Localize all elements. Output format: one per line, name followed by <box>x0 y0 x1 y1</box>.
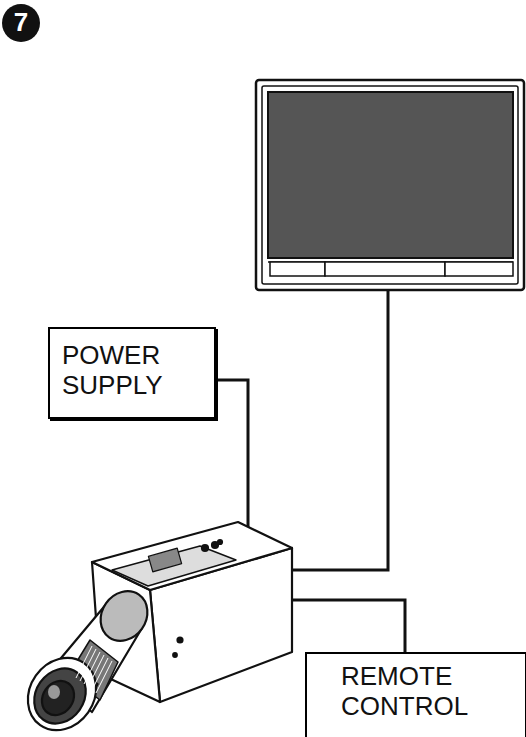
lens-knurling <box>76 646 112 693</box>
box-label: REMOTE CONTROL <box>341 662 491 722</box>
box-label: POWER SUPPLY <box>62 341 202 401</box>
knurl-line <box>96 661 112 693</box>
power-supply-box: POWER SUPPLY <box>48 327 216 419</box>
callout-disc <box>2 4 40 42</box>
callout-number: 7 <box>2 7 40 37</box>
camera <box>14 522 292 737</box>
monitor <box>256 80 524 290</box>
remote-control-box: REMOTE CONTROL <box>305 652 526 737</box>
